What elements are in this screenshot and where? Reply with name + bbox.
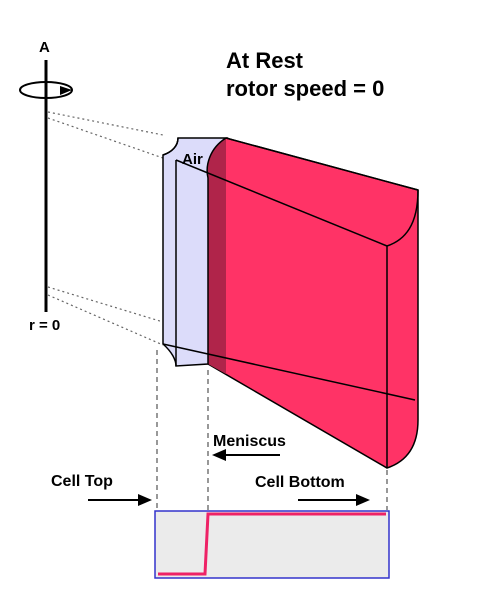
air-label: Air (182, 151, 203, 168)
status-title: At Rest (226, 48, 304, 73)
cell-bottom-label: Cell Bottom (255, 474, 345, 491)
sample-cell (162, 137, 419, 469)
cell-top-label: Cell Top (51, 473, 113, 490)
label-arrows (88, 449, 370, 506)
reference-lines (156, 350, 388, 510)
concentration-profile (154, 510, 390, 579)
projection-lines (47, 111, 164, 346)
profile-frame (154, 510, 390, 579)
profile-line (158, 512, 386, 576)
rotation-arrowhead-icon (60, 86, 72, 95)
meniscus-band (207, 138, 226, 374)
radius-origin-label: r = 0 (29, 317, 60, 334)
meniscus-label: Meniscus (213, 433, 286, 450)
axis-label: A (39, 39, 50, 56)
rotor-axis (19, 60, 73, 312)
rotor-speed-title: rotor speed = 0 (226, 76, 384, 101)
